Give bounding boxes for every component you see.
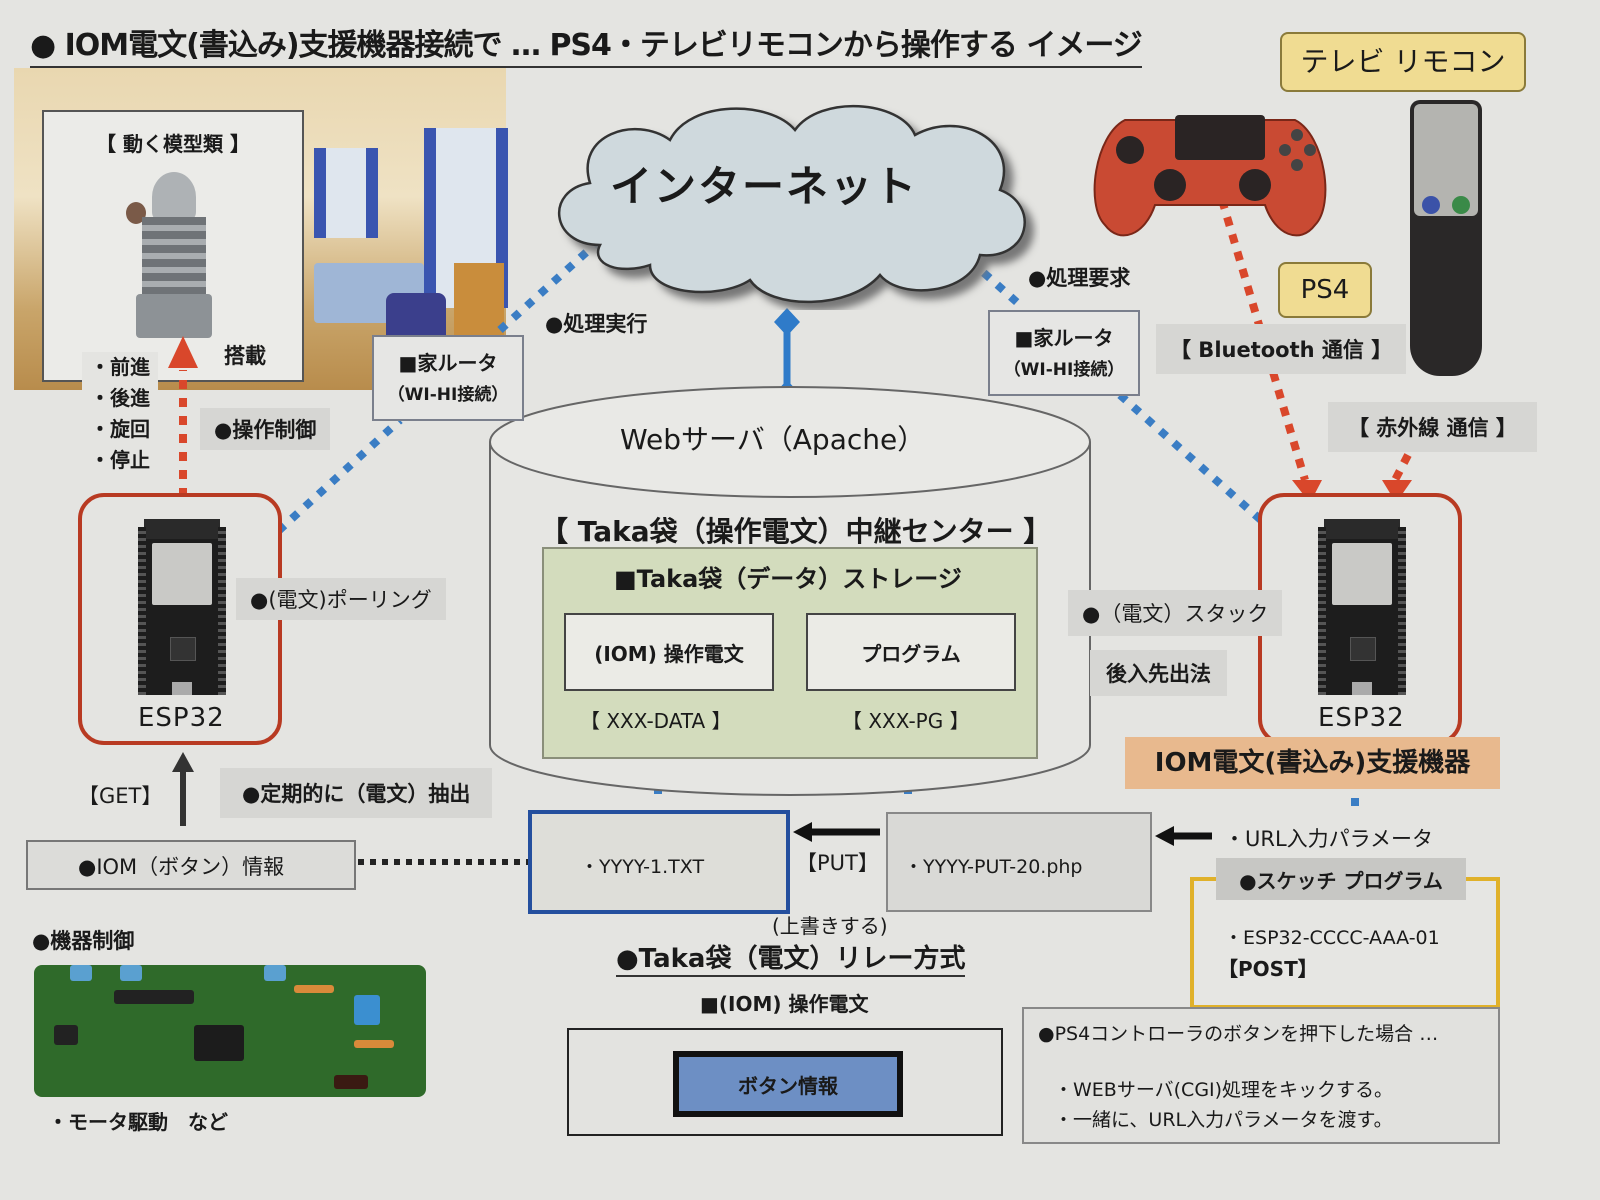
file-php-label: ・YYYY-PUT-20.php (904, 856, 1083, 878)
support-device-tag: IOM電文(書込み)支援機器 (1125, 737, 1500, 789)
storage-code-pg: 【 XXX-PG 】 (842, 709, 970, 733)
stack-label: ●（電文）スタック (1068, 590, 1283, 636)
mount-label: 搭載 (224, 344, 266, 368)
overwrite-label: (上書きする) (772, 914, 888, 938)
file-txt-box: ・YYYY-1.TXT (528, 810, 790, 914)
iom-button-info-box: ●IOM（ボタン）情報 (26, 840, 356, 890)
robot-model-image (124, 172, 224, 342)
webserver-label: Webサーバ（Apache） (620, 423, 926, 456)
storage-panel: ■Taka袋（データ）ストレージ (IOM) 操作電文 プログラム 【 XXX-… (542, 547, 1038, 759)
sketch-file-label: ・ESP32-CCCC-AAA-01 (1224, 927, 1440, 949)
arrow-up-to-model (168, 336, 198, 368)
moving-models-caption: 【 動く模型類 】 (96, 132, 250, 156)
infrared-label: 【 赤外線 通信 】 (1328, 402, 1537, 452)
motor-drive-label: ・モータ駆動 など (48, 1110, 228, 1134)
get-arrow-head (172, 752, 194, 772)
get-label: 【GET】 (78, 784, 163, 808)
operation-control-label: ●操作制御 (200, 408, 331, 450)
storage-item-program: プログラム (806, 613, 1016, 691)
file-txt-label: ・YYYY-1.TXT (580, 856, 705, 878)
button-info-block: ボタン情報 (673, 1051, 903, 1117)
esp32-board-icon (138, 519, 226, 695)
diagram-title: ● IOM電文(書込み)支援機器接続で … PS4・テレビリモコンから操作する … (30, 20, 1143, 68)
periodic-extract-label: ●定期的に（電文）抽出 (220, 768, 493, 818)
device-control-label: ●機器制御 (32, 929, 135, 953)
router-title: ■家ルータ (398, 351, 498, 375)
url-param-label: ・URL入力パラメータ (1224, 827, 1434, 851)
internet-cloud: インターネット (540, 95, 1040, 310)
internet-label: インターネット (610, 162, 919, 211)
circuit-board-image (34, 965, 426, 1097)
router-title: ■家ルータ (1014, 326, 1114, 350)
process-exec-label: ●処理実行 (545, 312, 648, 336)
command-item: ・前進 (90, 355, 150, 379)
file-php-box: ・YYYY-PUT-20.php (886, 812, 1152, 912)
iom-message-title: ■(IOM) 操作電文 (700, 992, 869, 1016)
polling-label: ●(電文)ポーリング (236, 578, 446, 620)
command-item: ・後進 (90, 386, 150, 410)
home-router-left: ■家ルータ （WI-HI接続） (372, 335, 524, 421)
ps4-tag: PS4 (1278, 262, 1372, 318)
command-list: ・前進 ・後進 ・旋回 ・停止 (82, 352, 158, 476)
note-title: ●PS4コントローラのボタンを押下した場合 … (1038, 1023, 1439, 1045)
ps4-controller-image (1085, 105, 1335, 245)
esp32-right-frame: ESP32 (1258, 493, 1462, 745)
esp32-board-icon (1318, 519, 1406, 695)
ps4-button-note: ●PS4コントローラのボタンを押下した場合 … ・WEBサーバ(CGI)処理をキ… (1022, 1007, 1500, 1144)
sketch-program-title: ●スケッチ プログラム (1216, 858, 1466, 900)
url-arrow-head (1155, 826, 1174, 846)
put-arrow-head (793, 822, 812, 842)
moving-models-panel: 【 動く模型類 】 搭載 (42, 110, 304, 382)
post-label: 【POST】 (1218, 957, 1318, 981)
link-remote-esp (1391, 453, 1412, 482)
room-window (314, 148, 378, 238)
esp32-right-label: ESP32 (1318, 703, 1405, 733)
bluetooth-label: 【 Bluetooth 通信 】 (1156, 324, 1407, 374)
link-router-internet (497, 237, 603, 333)
tv-remote-tag: テレビ リモコン (1280, 32, 1526, 92)
router-subtitle: （WI-HI接続） (1003, 360, 1125, 380)
relay-center-title: 【 Taka袋（操作電文）中継センター 】 (540, 515, 1052, 548)
storage-code-data: 【 XXX-DATA 】 (580, 709, 732, 733)
command-item: ・旋回 (90, 417, 150, 441)
diamond-top (774, 308, 800, 336)
link-left-esp-router (249, 417, 403, 558)
note-line: ・一緒に、URL入力パラメータを渡す。 (1054, 1109, 1393, 1131)
arrow-to-esp-bt (1292, 480, 1322, 503)
relay-method-title: ●Taka袋（電文）リレー方式 (616, 938, 966, 977)
storage-item-iom-message: (IOM) 操作電文 (564, 613, 774, 691)
sketch-program-box: ・ESP32-CCCC-AAA-01 【POST】 (1190, 877, 1500, 1009)
put-label: 【PUT】 (796, 851, 879, 875)
esp32-left-label: ESP32 (138, 703, 225, 733)
tv-remote-image (1410, 100, 1482, 376)
lifo-label: 後入先出法 (1090, 650, 1227, 696)
storage-title: ■Taka袋（データ）ストレージ (614, 565, 962, 593)
note-line: ・WEBサーバ(CGI)処理をキックする。 (1054, 1079, 1394, 1101)
iom-button-info-label: ●IOM（ボタン）情報 (78, 855, 285, 879)
home-router-right: ■家ルータ （WI-HI接続） (988, 310, 1140, 396)
process-request-label: ●処理要求 (1028, 266, 1131, 290)
router-subtitle: （WI-HI接続） (387, 385, 509, 405)
command-item: ・停止 (90, 448, 150, 472)
arrow-to-esp-ir (1382, 480, 1412, 503)
